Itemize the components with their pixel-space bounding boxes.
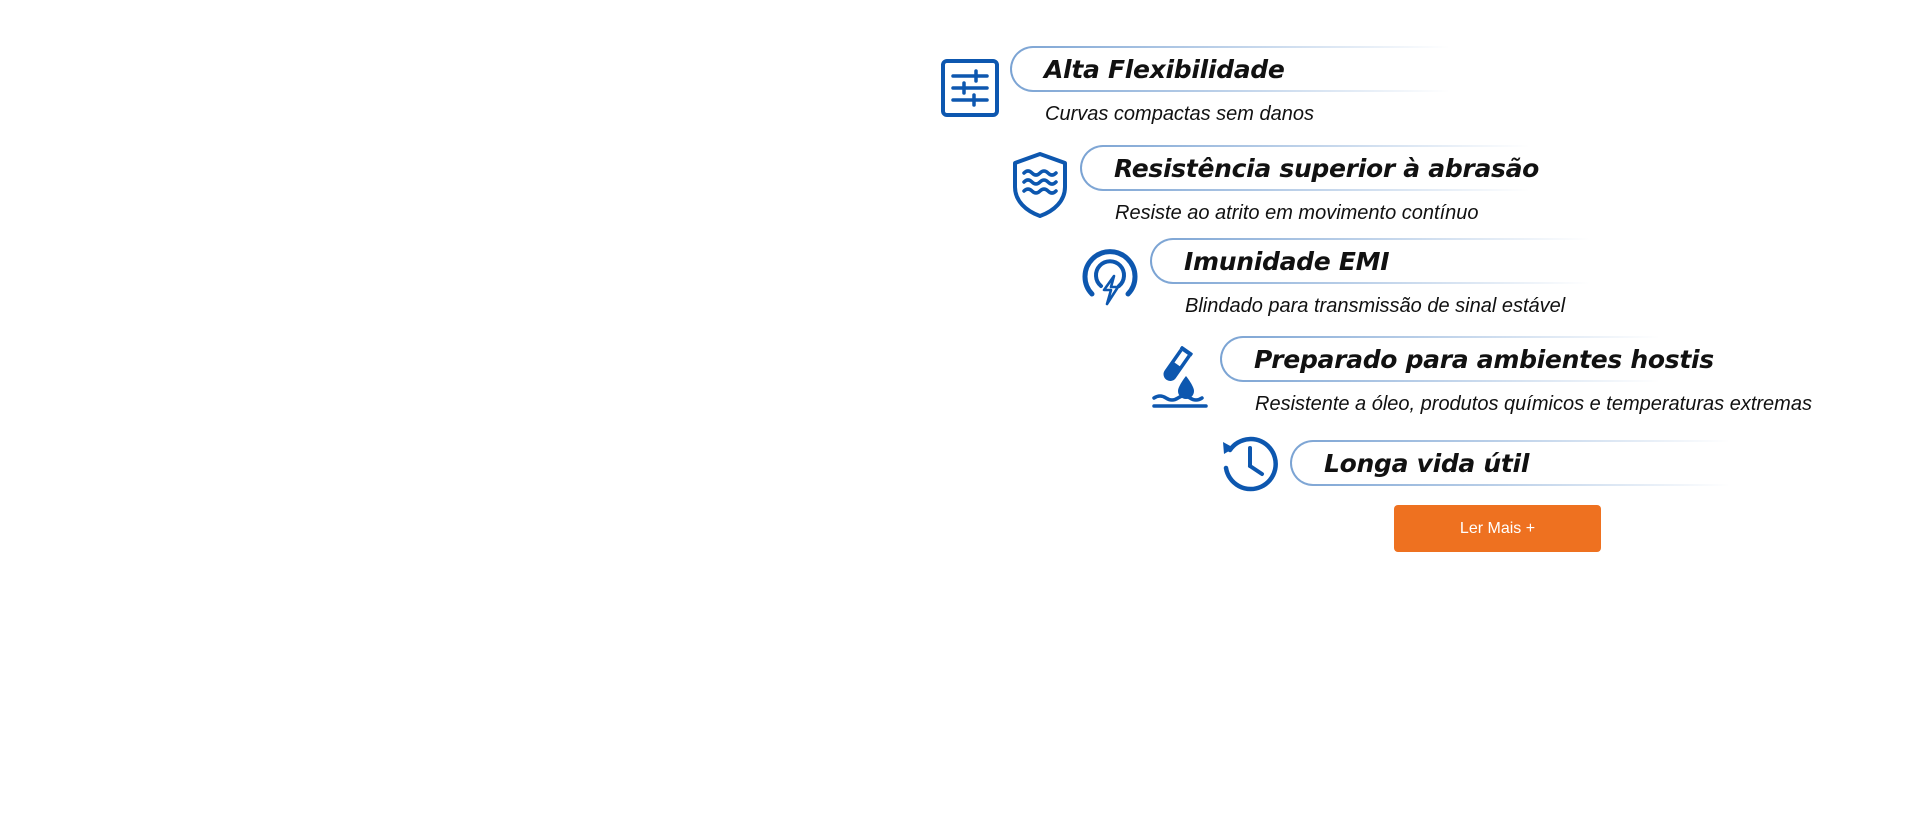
feature-description: Curvas compactas sem danos <box>1045 103 1315 125</box>
feature-title-pill: Alta Flexibilidade <box>1010 46 1450 92</box>
feature-title-pill: Longa vida útil <box>1290 440 1730 486</box>
feature-title: Longa vida útil <box>1324 448 1530 478</box>
chemical-flask-drop-icon <box>1150 344 1210 410</box>
shield-waves-icon <box>1010 151 1070 219</box>
feature-description: Resiste ao atrito em movimento contínuo <box>1115 202 1479 224</box>
feature-title-pill: Imunidade EMI <box>1150 238 1590 284</box>
feature-description: Blindado para transmissão de sinal estáv… <box>1185 295 1566 317</box>
feature-title: Alta Flexibilidade <box>1044 54 1285 84</box>
clock-history-icon <box>1220 432 1280 496</box>
feature-title-pill: Preparado para ambientes hostis <box>1220 336 1714 382</box>
feature-title: Imunidade EMI <box>1184 246 1390 276</box>
feature-title: Preparado para ambientes hostis <box>1254 344 1714 374</box>
feature-description: Resistente a óleo, produtos químicos e t… <box>1255 393 1812 415</box>
sliders-icon <box>940 56 1000 120</box>
read-more-button[interactable]: Ler Mais + <box>1394 505 1601 552</box>
emi-shield-bolt-icon <box>1080 244 1140 310</box>
feature-title-pill: Resistência superior à abrasão <box>1080 145 1539 191</box>
feature-title: Resistência superior à abrasão <box>1114 153 1540 183</box>
